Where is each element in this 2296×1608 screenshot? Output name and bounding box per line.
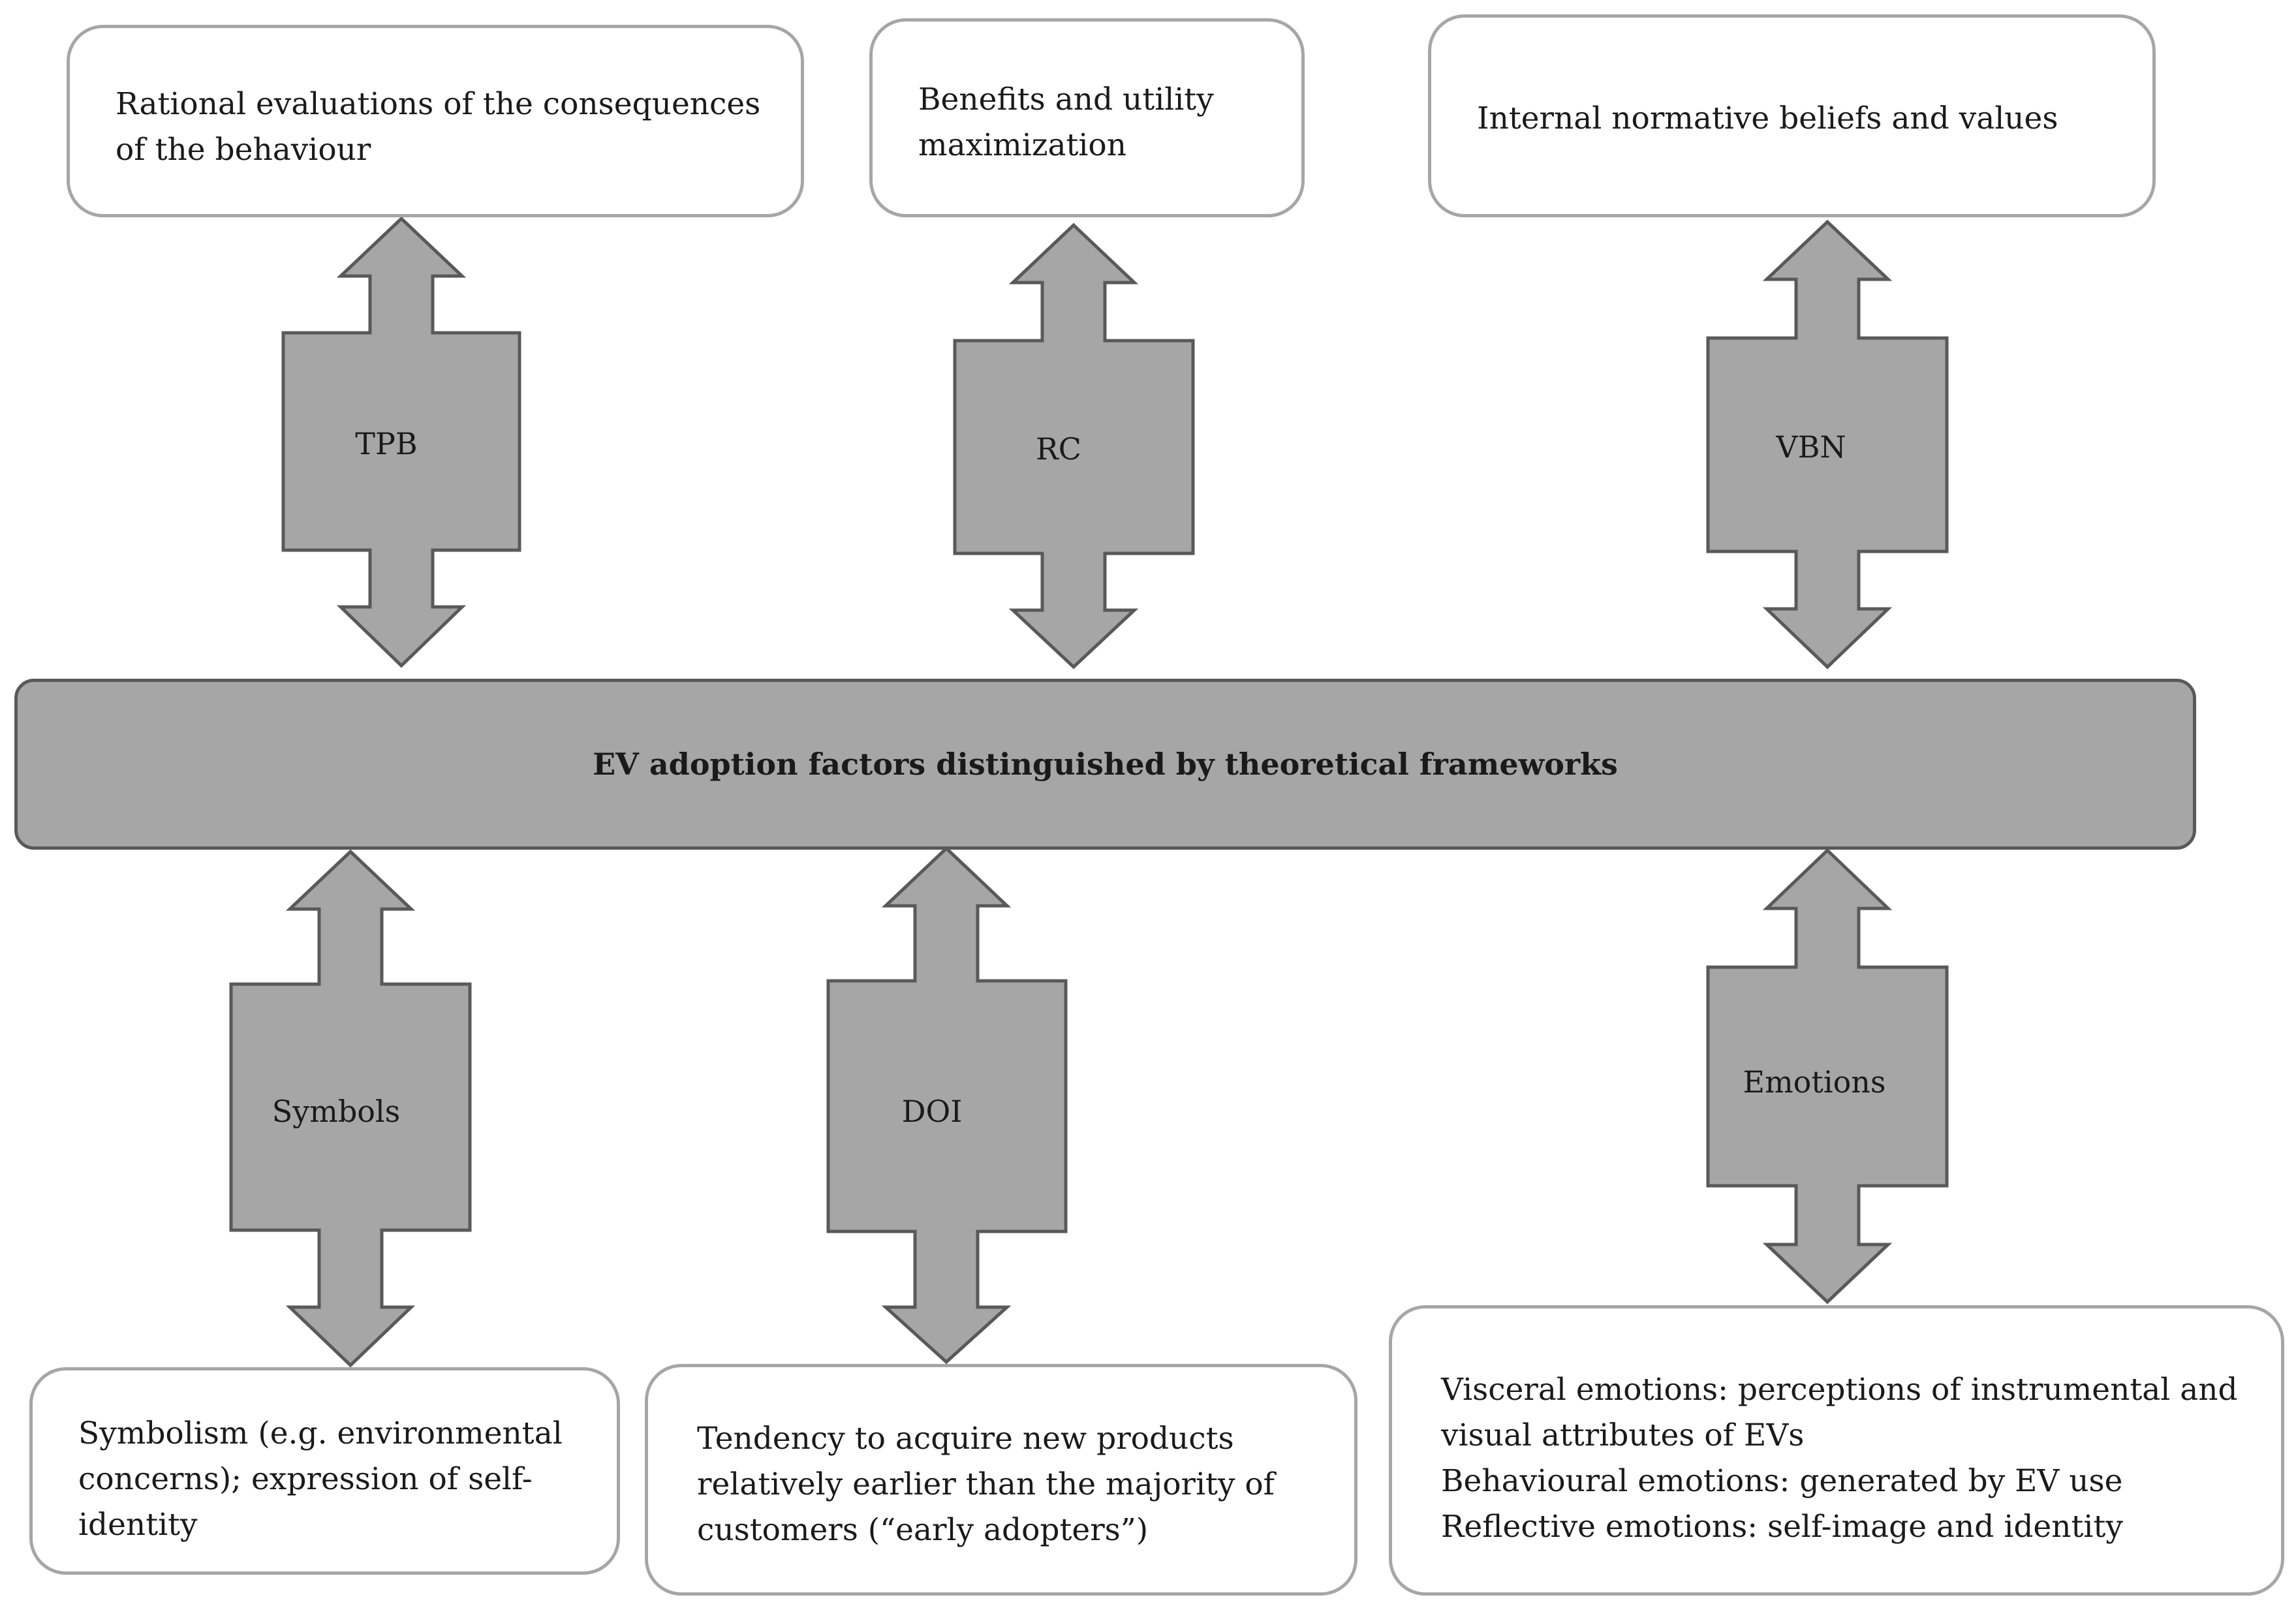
symbols-description-box: Symbolism (e.g. environmental concerns);… bbox=[29, 1367, 620, 1575]
vbn-description-line: Internal normative beliefs and values bbox=[1477, 100, 2058, 136]
symbols-description-line: concerns); expression of self- bbox=[78, 1461, 533, 1497]
emotions-label: Emotions bbox=[1743, 1064, 1886, 1100]
emotions-arrow bbox=[1706, 848, 1949, 1305]
tpb-description-line: Rational evaluations of the consequences bbox=[116, 86, 761, 122]
rc-description-line: maximization bbox=[918, 127, 1126, 163]
doi-label: DOI bbox=[901, 1094, 963, 1129]
vbn-description-box: Internal normative beliefs and values bbox=[1428, 14, 2156, 217]
symbols-description-line: identity bbox=[78, 1507, 198, 1543]
rc-description-line: Benefits and utility bbox=[918, 82, 1214, 117]
rc-description-box: Benefits and utility maximization bbox=[869, 18, 1305, 217]
emotions-description-line: visual attributes of EVs bbox=[1441, 1417, 1805, 1453]
symbols-description-line: Symbolism (e.g. environmental bbox=[78, 1415, 563, 1451]
doi-description-line: customers (“early adopters”) bbox=[697, 1512, 1149, 1548]
tpb-label: TPB bbox=[355, 426, 418, 461]
doi-description-line: relatively earlier than the majority of bbox=[697, 1466, 1275, 1502]
tpb-arrow bbox=[281, 216, 521, 668]
rc-label: RC bbox=[1036, 431, 1081, 467]
tpb-description-line: of the behaviour bbox=[116, 132, 371, 168]
vbn-label: VBN bbox=[1776, 429, 1846, 465]
central-bar: EV adoption factors distinguished by the… bbox=[14, 679, 2196, 850]
emotions-description-box: Visceral emotions: perceptions of instru… bbox=[1389, 1305, 2284, 1596]
symbols-arrow bbox=[229, 849, 472, 1368]
emotions-description-line: Behavioural emotions: generated by EV us… bbox=[1441, 1463, 2123, 1499]
central-label: EV adoption factors distinguished by the… bbox=[593, 747, 1618, 782]
rc-arrow bbox=[953, 223, 1195, 670]
tpb-description-box: Rational evaluations of the consequences… bbox=[67, 25, 804, 217]
emotions-description-line: Visceral emotions: perceptions of instru… bbox=[1441, 1372, 2238, 1408]
doi-description-box: Tendency to acquire new products relativ… bbox=[645, 1364, 1357, 1596]
doi-arrow bbox=[826, 846, 1068, 1365]
emotions-description-line: Reflective emotions: self-image and iden… bbox=[1441, 1509, 2123, 1545]
doi-description-line: Tendency to acquire new products bbox=[697, 1421, 1234, 1457]
symbols-label: Symbols bbox=[271, 1094, 401, 1129]
vbn-arrow bbox=[1706, 219, 1949, 670]
